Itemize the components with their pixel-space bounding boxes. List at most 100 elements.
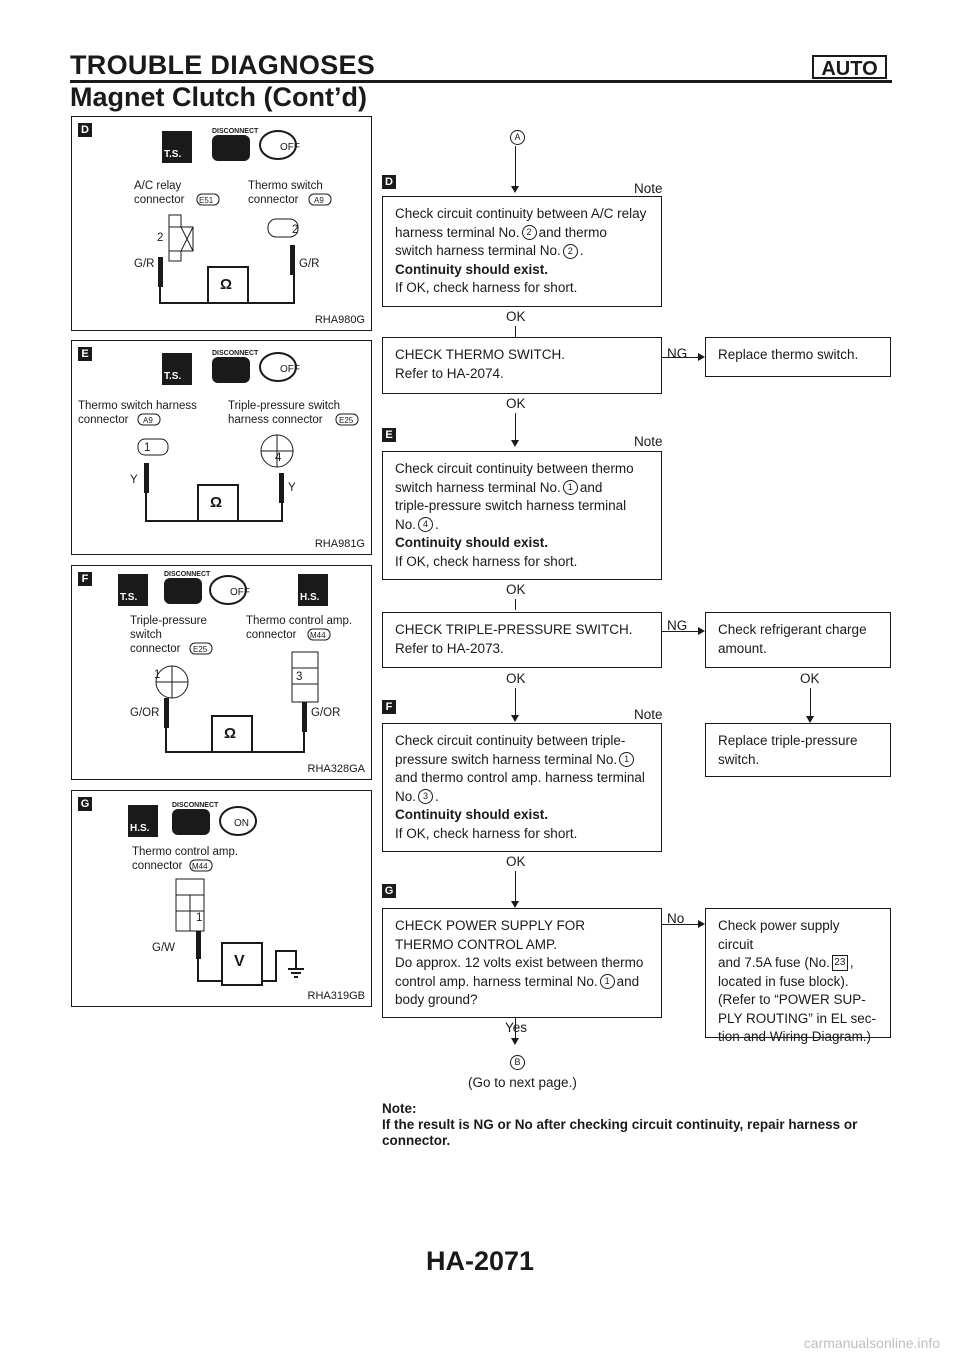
diagram-f: T.S. DISCONNECT OFF H.S. Triple-pressure…	[118, 571, 352, 753]
result-refrigerant: OK	[800, 671, 820, 686]
note-label-f: Note	[634, 707, 663, 722]
diagram-code-g: RHA319GB	[307, 990, 365, 1002]
svg-text:Y: Y	[130, 474, 138, 486]
result-e: OK	[506, 582, 526, 597]
final-note: Note: If the result is NG or No after ch…	[382, 1101, 858, 1148]
svg-text:T.S.: T.S.	[120, 592, 137, 603]
go-to-next-page: (Go to next page.)	[468, 1075, 577, 1090]
svg-text:V: V	[234, 953, 245, 970]
page-number: HA-2071	[425, 1246, 535, 1276]
svg-text:4: 4	[275, 452, 282, 464]
note-label-e: Note	[634, 434, 663, 449]
svg-text:Triple-pressure: Triple-pressure	[130, 615, 207, 627]
step-mark-g: G	[78, 797, 92, 811]
step-d-box: Check circuit continuity between A/C rel…	[382, 196, 662, 307]
end-connector: B	[510, 1055, 525, 1070]
replace-triple-pressure-box: Replace triple-pressure switch.	[705, 723, 891, 777]
wire-gr-2: G/R	[299, 258, 319, 270]
svg-text:H.S.: H.S.	[300, 592, 320, 603]
result-d: OK	[506, 309, 526, 324]
watermark: carmanualsonline.info	[803, 1335, 940, 1351]
label-triple-harness: Triple-pressure switch	[228, 400, 340, 412]
label-connector-1: connector	[134, 194, 185, 206]
check-triple-pressure-box: CHECK TRIPLE-PRESSURE SWITCH. Refer to H…	[382, 612, 662, 668]
check-power-supply-box: Check power supply circuit and 7.5A fuse…	[705, 908, 891, 1044]
diagram-g: H.S. DISCONNECT ON Thermo control amp. c…	[128, 802, 304, 986]
diagram-e: T.S. DISCONNECT OFF Thermo switch harnes…	[78, 350, 359, 522]
auto-badge: AUTO	[812, 55, 887, 80]
svg-text:connector: connector	[246, 629, 297, 641]
svg-text:Thermo control amp.: Thermo control amp.	[132, 846, 238, 858]
diagram-d: T.S. DISCONNECT OFF A/C relay connector …	[134, 128, 332, 304]
svg-text:H.S.: H.S.	[130, 823, 150, 834]
check-refrigerant-box: Check refrigerant charge amount.	[705, 612, 891, 668]
start-connector: A	[510, 130, 525, 145]
svg-text:ON: ON	[234, 818, 249, 829]
svg-text:Ω: Ω	[220, 276, 232, 293]
diagram-panel-f: F T.S. DISCONNECT OFF H.S. Triple-pressu…	[71, 565, 372, 780]
svg-text:switch: switch	[130, 629, 162, 641]
svg-text:M44: M44	[192, 862, 208, 871]
label-connector-2: connector	[248, 194, 299, 206]
check-thermo-switch-box: CHECK THERMO SWITCH. Refer to HA-2074.	[382, 337, 662, 394]
svg-text:G/W: G/W	[152, 942, 175, 954]
svg-text:M44: M44	[310, 631, 326, 640]
svg-text:E25: E25	[193, 645, 208, 654]
step-e-box: Check circuit continuity between thermo …	[382, 451, 662, 580]
section-subtitle: Magnet Clutch (Cont’d)	[70, 82, 367, 112]
svg-text:3: 3	[296, 671, 302, 683]
svg-text:Ω: Ω	[224, 725, 236, 742]
off-tag: OFF	[280, 142, 300, 153]
svg-text:Y: Y	[288, 482, 296, 494]
svg-text:1: 1	[144, 442, 150, 454]
svg-text:Thermo control amp.: Thermo control amp.	[246, 615, 352, 627]
label-thermo-switch: Thermo switch	[248, 180, 323, 192]
svg-text:connector: connector	[132, 860, 183, 872]
label-a9: A9	[314, 196, 324, 205]
svg-text:1: 1	[154, 669, 160, 681]
header-rule	[70, 80, 892, 83]
pin-2a: 2	[157, 232, 163, 244]
result-triple: OK	[506, 671, 526, 686]
wire-gr-1: G/R	[134, 258, 154, 270]
svg-text:DISCONNECT: DISCONNECT	[212, 350, 259, 357]
result-thermo: OK	[506, 396, 526, 411]
svg-text:DISCONNECT: DISCONNECT	[164, 571, 211, 578]
svg-text:harness connector: harness connector	[228, 414, 323, 426]
result-g: Yes	[505, 1020, 528, 1035]
result-f: OK	[506, 854, 526, 869]
flow-mark-d: D	[382, 175, 396, 189]
replace-thermo-switch-box: Replace thermo switch.	[705, 337, 891, 377]
flow-mark-e: E	[382, 428, 396, 442]
diagram-code-d: RHA980G	[314, 314, 365, 326]
svg-text:OFF: OFF	[230, 587, 250, 598]
svg-text:connector: connector	[130, 643, 181, 655]
step-f-box: Check circuit continuity between triple-…	[382, 723, 662, 852]
step-mark-f: F	[78, 572, 92, 586]
disconnect-tag: DISCONNECT	[212, 128, 259, 135]
flow-mark-f: F	[382, 700, 396, 714]
svg-text:A9: A9	[143, 416, 153, 425]
section-title: TROUBLE DIAGNOSES	[70, 50, 376, 80]
svg-text:E25: E25	[339, 416, 354, 425]
ts-tag: T.S.	[164, 149, 181, 160]
step-mark-e: E	[78, 347, 92, 361]
svg-text:G/OR: G/OR	[311, 707, 340, 719]
step-mark-d: D	[78, 123, 92, 137]
svg-text:connector: connector	[78, 414, 129, 426]
svg-text:Ω: Ω	[210, 494, 222, 511]
diagram-panel-g: G H.S. DISCONNECT ON Thermo control amp.…	[71, 790, 372, 1007]
svg-text:OFF: OFF	[280, 364, 300, 375]
pin-2b: 2	[292, 224, 298, 236]
svg-text:G/OR: G/OR	[130, 707, 159, 719]
svg-text:T.S.: T.S.	[164, 371, 181, 382]
diagram-code-f: RHA328GA	[307, 763, 365, 775]
svg-text:1: 1	[196, 912, 202, 924]
flow-mark-g: G	[382, 884, 396, 898]
label-ac-relay: A/C relay	[134, 180, 182, 192]
diagram-code-e: RHA981G	[314, 538, 365, 550]
ng-label-power: No	[667, 911, 685, 926]
label-e51: E51	[199, 196, 214, 205]
svg-text:DISCONNECT: DISCONNECT	[172, 802, 219, 809]
ng-label-triple: NG	[667, 618, 688, 633]
